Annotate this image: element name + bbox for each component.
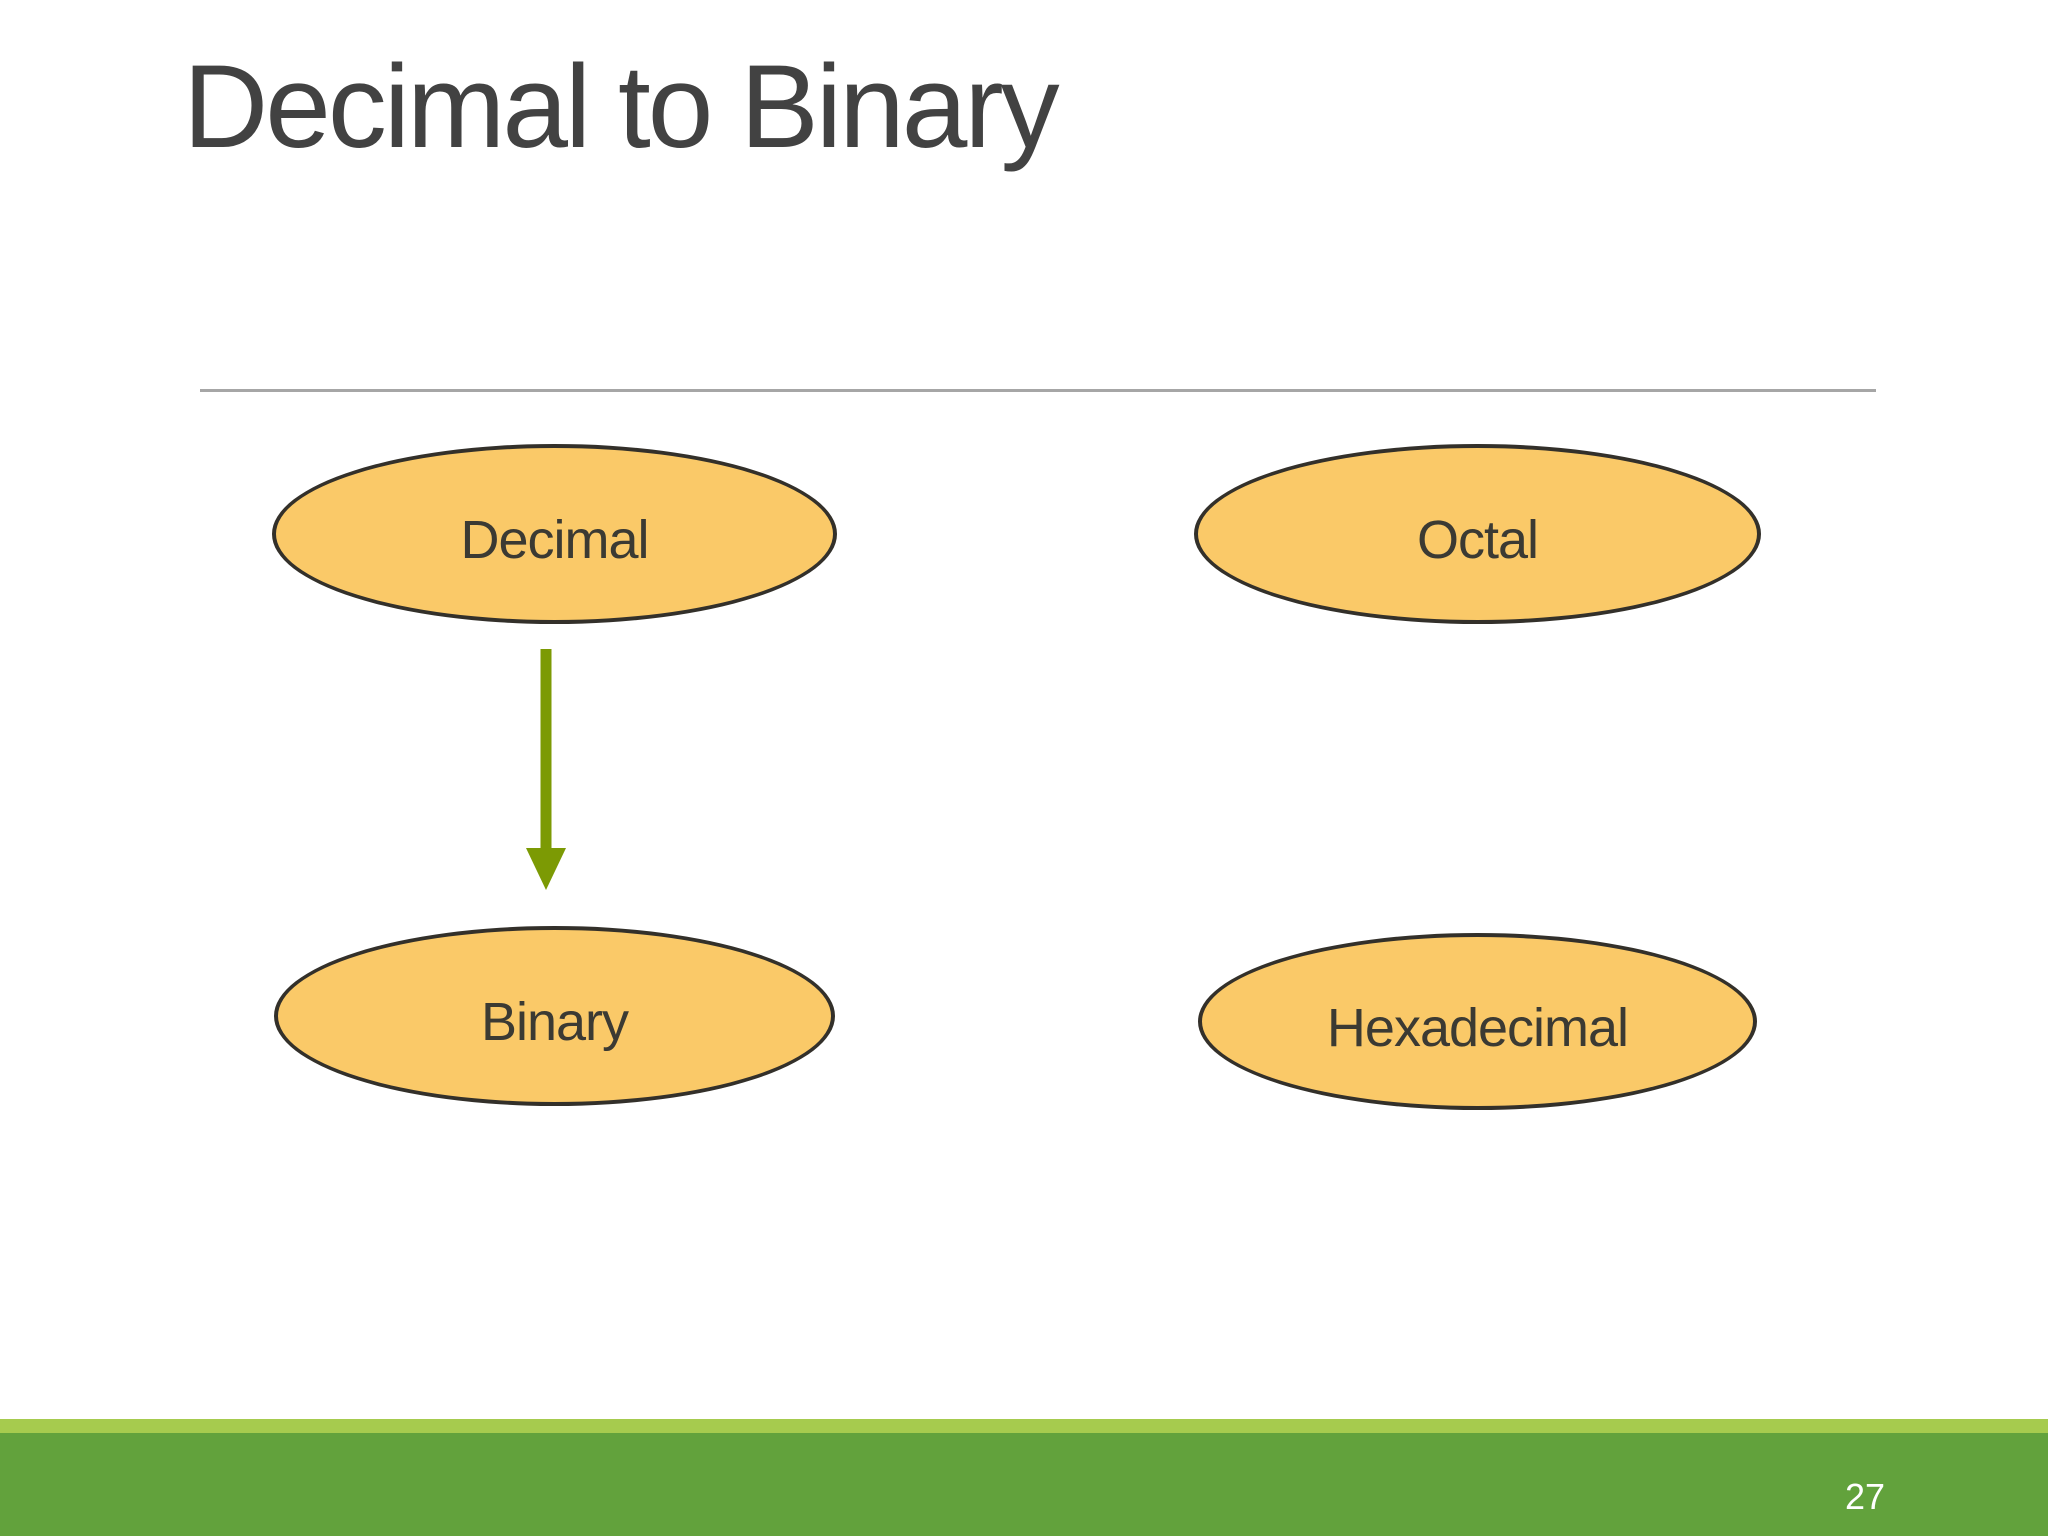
title-divider-line — [200, 389, 1876, 392]
node-binary: Binary — [274, 926, 835, 1106]
node-octal-label: Octal — [1416, 510, 1539, 570]
footer-accent-stripe — [0, 1419, 2048, 1433]
down-arrow-icon — [526, 649, 566, 890]
node-decimal: Decimal — [272, 444, 837, 624]
node-binary-label: Binary — [480, 992, 629, 1052]
node-octal: Octal — [1194, 444, 1761, 624]
node-hexadecimal: Hexadecimal — [1198, 933, 1757, 1110]
footer-bar: 27 — [0, 1433, 2048, 1536]
page-number: 27 — [1844, 1476, 1885, 1517]
node-hexadecimal-label: Hexadecimal — [1326, 997, 1629, 1058]
slide-title: Decimal to Binary — [183, 41, 1060, 173]
node-decimal-label: Decimal — [460, 510, 649, 570]
